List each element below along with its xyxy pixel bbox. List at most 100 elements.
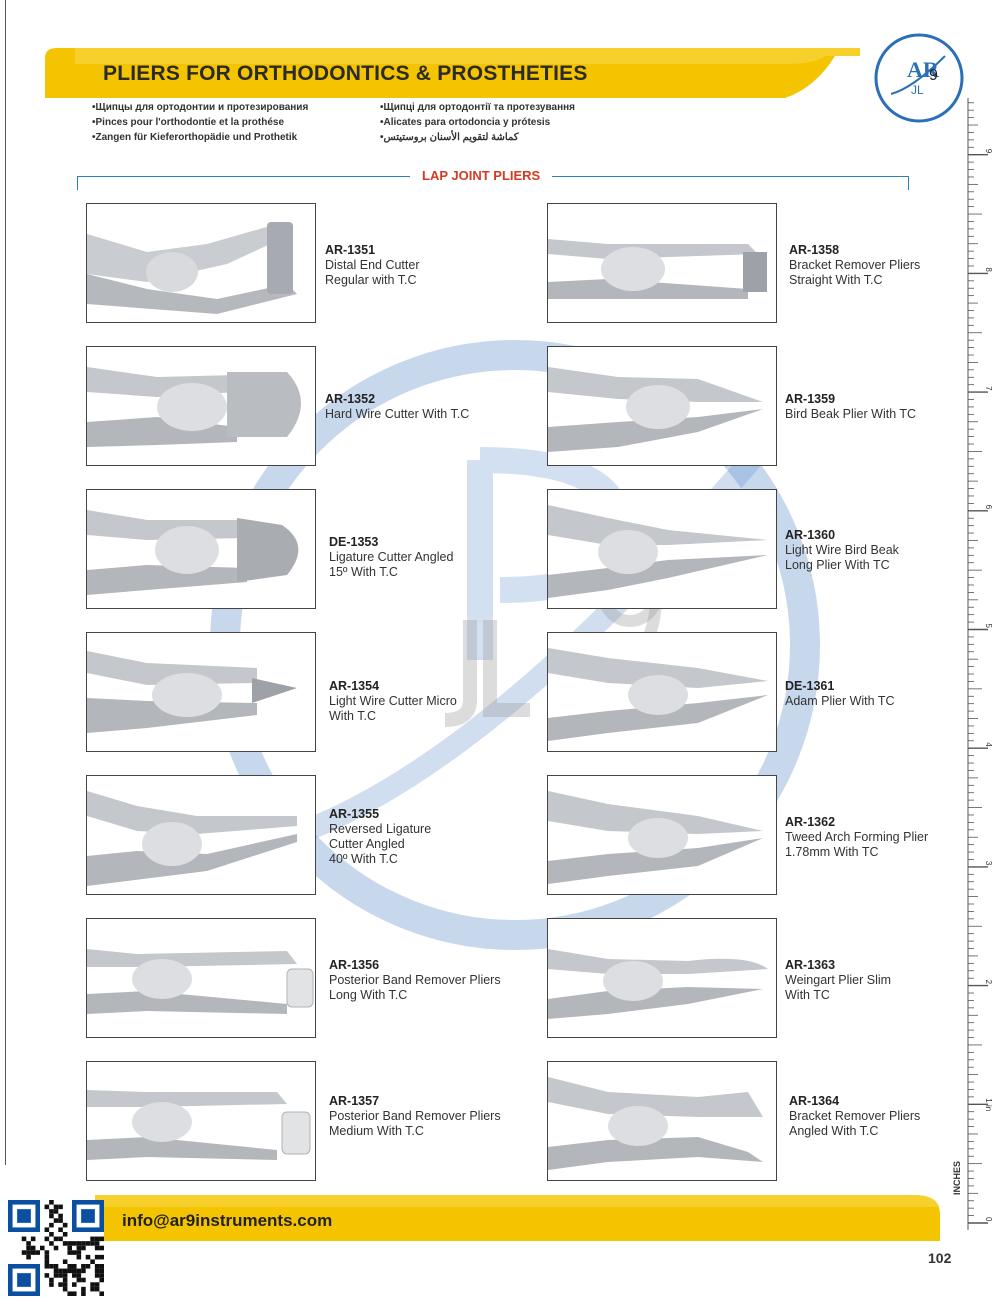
plier-photo bbox=[548, 791, 763, 884]
product-photo-ar-1362[interactable] bbox=[547, 775, 777, 895]
qr-module bbox=[99, 1291, 104, 1296]
qr-code[interactable] bbox=[8, 1200, 104, 1296]
product-code-number: 1354 bbox=[351, 679, 380, 693]
qr-module bbox=[94, 1273, 100, 1278]
section-title: LAP JOINT PLIERS bbox=[410, 168, 553, 183]
qr-module bbox=[62, 1232, 68, 1237]
product-code-prefix: AR- bbox=[325, 392, 348, 406]
product-code-number: 1364 bbox=[811, 1094, 840, 1108]
plier-photo bbox=[87, 510, 299, 595]
logo-text-bottom: JL bbox=[911, 83, 924, 97]
qr-module bbox=[53, 1264, 59, 1269]
qr-module bbox=[62, 1277, 68, 1283]
product-code-prefix: AR- bbox=[325, 243, 348, 257]
product-desc-line1: Bird Beak Plier With TC bbox=[785, 407, 917, 421]
qr-module bbox=[58, 1227, 63, 1232]
product-desc-line2: 15º With T.C bbox=[329, 565, 398, 579]
plier-photo bbox=[548, 949, 768, 1019]
qr-module bbox=[58, 1273, 63, 1278]
qr-module bbox=[72, 1282, 77, 1287]
qr-module bbox=[76, 1254, 82, 1260]
qr-module bbox=[94, 1245, 100, 1251]
ruler-number: 7 bbox=[984, 386, 993, 391]
qr-module bbox=[49, 1232, 54, 1237]
qr-module bbox=[72, 1273, 77, 1278]
ruler-number: 4 bbox=[984, 742, 993, 747]
qr-module bbox=[99, 1254, 104, 1260]
product-desc-line2: Straight With T.C bbox=[789, 273, 883, 287]
qr-module bbox=[44, 1236, 50, 1242]
product-desc-line2: Long Plier With TC bbox=[785, 558, 890, 572]
logo-text-top: AR bbox=[907, 57, 940, 82]
qr-module bbox=[62, 1222, 68, 1228]
qr-module bbox=[49, 1241, 54, 1246]
qr-module bbox=[44, 1273, 50, 1278]
product-photo-ar-1351[interactable] bbox=[86, 203, 316, 323]
product-desc-line1: Ligature Cutter Angled bbox=[329, 550, 454, 564]
qr-module bbox=[49, 1222, 54, 1228]
qr-module bbox=[58, 1204, 63, 1210]
ruler-number: 5 bbox=[984, 624, 993, 629]
ruler-number: 1 in bbox=[984, 1098, 993, 1111]
qr-module bbox=[99, 1277, 104, 1283]
ruler-number: 9 bbox=[984, 149, 993, 154]
product-photo-ar-1355[interactable] bbox=[86, 775, 316, 895]
product-code-number: 1357 bbox=[351, 1094, 380, 1108]
qr-module bbox=[49, 1209, 54, 1214]
qr-module bbox=[35, 1250, 40, 1255]
qr-module bbox=[62, 1286, 68, 1292]
qr-module bbox=[49, 1282, 54, 1287]
plier-photo bbox=[548, 239, 767, 299]
product-desc-line1: Distal End Cutter bbox=[325, 258, 420, 272]
qr-module bbox=[26, 1250, 31, 1255]
product-photo-ar-1363[interactable] bbox=[547, 918, 777, 1038]
contact-email-link[interactable]: info@ar9instruments.com bbox=[122, 1211, 333, 1230]
product-info-ar-1352: AR-1352 Hard Wire Cutter With T.C bbox=[325, 392, 469, 422]
qr-module bbox=[67, 1241, 72, 1246]
product-code-prefix: DE- bbox=[785, 679, 807, 693]
qr-module bbox=[99, 1273, 104, 1278]
qr-module bbox=[44, 1259, 50, 1264]
product-photo-ar-1359[interactable] bbox=[547, 346, 777, 466]
product-desc-line1: Hard Wire Cutter With T.C bbox=[325, 407, 470, 421]
product-photo-ar-1356[interactable] bbox=[86, 918, 316, 1038]
qr-module bbox=[76, 1241, 82, 1246]
product-photo-ar-1360[interactable] bbox=[547, 489, 777, 609]
product-code-number: 1361 bbox=[806, 679, 835, 693]
plier-photo bbox=[87, 367, 301, 447]
qr-module bbox=[49, 1264, 54, 1269]
plier-photo bbox=[548, 505, 768, 598]
lang-french: Pinces pour l'orthodontie et la prothése bbox=[92, 115, 308, 130]
product-photo-ar-1352[interactable] bbox=[86, 346, 316, 466]
product-photo-de-1361[interactable] bbox=[547, 632, 777, 752]
product-desc-line1: Bracket Remover Pliers bbox=[789, 258, 921, 272]
product-photo-ar-1357[interactable] bbox=[86, 1061, 316, 1181]
qr-module bbox=[30, 1236, 36, 1242]
product-info-ar-1354: AR-1354 Light Wire Cutter Micro With T.C bbox=[329, 679, 457, 724]
product-code-number: 1360 bbox=[807, 528, 836, 542]
page-number: 102 bbox=[928, 1250, 952, 1266]
plier-photo bbox=[87, 1090, 311, 1160]
qr-module bbox=[53, 1236, 59, 1242]
qr-module bbox=[58, 1213, 63, 1219]
product-desc-line1: Light Wire Bird Beak bbox=[785, 543, 899, 557]
product-code-prefix: AR- bbox=[789, 1094, 812, 1108]
product-photo-de-1353[interactable] bbox=[86, 489, 316, 609]
qr-module bbox=[90, 1259, 95, 1264]
qr-module bbox=[90, 1282, 95, 1287]
plier-photo bbox=[87, 651, 297, 733]
qr-module bbox=[81, 1268, 86, 1274]
header-banner: PLIERS FOR ORTHODONTICS & PROSTHETIES bbox=[45, 48, 860, 98]
qr-module bbox=[62, 1268, 68, 1274]
qr-module bbox=[30, 1245, 36, 1251]
product-code-number: 1363 bbox=[807, 958, 836, 972]
product-desc-line2: Long With T.C bbox=[329, 988, 408, 1002]
product-photo-ar-1358[interactable] bbox=[547, 203, 777, 323]
product-desc-line1: Bracket Remover Pliers bbox=[789, 1109, 921, 1123]
lang-spanish: Alicates para ortodoncia y prótesis bbox=[380, 115, 575, 130]
product-photo-ar-1364[interactable] bbox=[547, 1061, 777, 1181]
qr-module bbox=[67, 1291, 72, 1296]
product-photo-ar-1354[interactable] bbox=[86, 632, 316, 752]
lang-arabic: كماشة لتقويم الأسنان بروستيتس bbox=[380, 130, 575, 145]
